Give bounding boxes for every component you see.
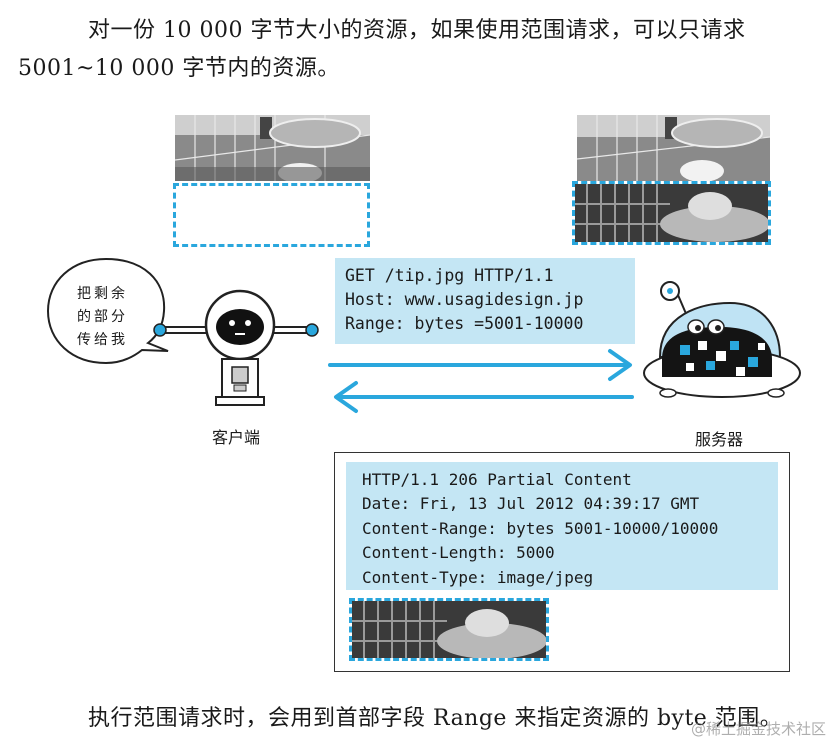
server-label: 服务器: [695, 430, 744, 449]
response-line-2: Date: Fri, 13 Jul 2012 04:39:17 GMT: [362, 494, 700, 514]
watermark: @稀土掘金技术社区: [690, 720, 826, 738]
server-range-outline: [572, 181, 771, 245]
response-body-image: [352, 601, 546, 658]
server-image-top-half: [577, 115, 770, 181]
response-body-outline: [349, 598, 549, 661]
request-line-3: Range: bytes =5001-10000: [345, 314, 584, 333]
cage-photo-fragment: [175, 115, 370, 181]
client-robot-icon: [153, 289, 319, 406]
request-response-arrows: [328, 349, 634, 413]
response-line-4: Content-Length: 5000: [362, 543, 555, 563]
response-headers: HTTP/1.1 206 Partial Content Date: Fri, …: [346, 462, 778, 590]
cage-photo-bottom: [575, 184, 768, 242]
request-line-2: Host: www.usagidesign.jp: [345, 290, 584, 309]
request-line-1: GET /tip.jpg HTTP/1.1: [345, 266, 554, 285]
caption: 执行范围请求时，会用到首部字段 Range 来指定资源的 byte 范围。: [88, 706, 783, 731]
intro-line-1: 对一份 10 000 字节大小的资源，如果使用范围请求，可以只请求: [88, 18, 746, 43]
response-line-1: HTTP/1.1 206 Partial Content: [362, 470, 632, 489]
server-robot-icon: [643, 281, 801, 398]
speech-line-1: 把剩余: [77, 286, 128, 302]
client-label: 客户端: [212, 428, 261, 447]
cage-photo-top: [577, 115, 770, 181]
speech-bubble: [46, 257, 169, 365]
response-line-5: Content-Type: image/jpeg: [362, 567, 594, 587]
client-image-top-half: [175, 115, 370, 181]
speech-line-2: 的部分: [77, 309, 128, 325]
client-missing-range-outline: [173, 183, 370, 247]
request-headers: GET /tip.jpg HTTP/1.1 Host: www.usagides…: [335, 258, 635, 344]
intro-line-2: 5001~10 000 字节内的资源。: [18, 56, 340, 81]
speech-line-3: 传给我: [77, 332, 128, 348]
response-line-3: Content-Range: bytes 5001-10000/10000: [362, 518, 719, 538]
